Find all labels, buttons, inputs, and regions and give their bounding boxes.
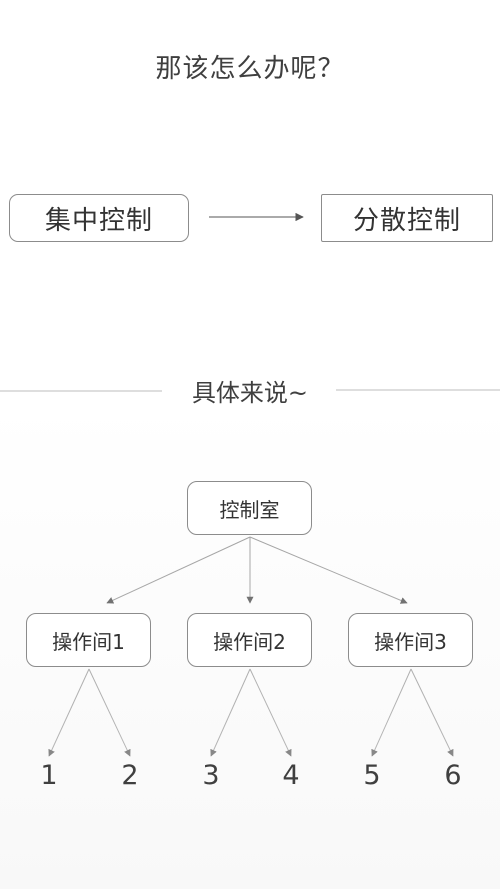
leaf-node-2: 2 <box>121 760 139 791</box>
control-room-label: 控制室 <box>219 497 280 522</box>
section-title: 具体来说~ <box>191 379 309 407</box>
edge-root-to-op3 <box>249 536 408 604</box>
centralized-control-label: 集中控制 <box>44 205 153 236</box>
edge-op3-to-leaf6 <box>410 668 454 757</box>
leaf-node-1: 1 <box>40 760 58 791</box>
operation-room-3-node: 操作间3 <box>348 613 473 667</box>
operation-room-1-label: 操作间1 <box>52 629 125 654</box>
edge-op1-to-leaf1 <box>48 668 90 757</box>
operation-room-3-label: 操作间3 <box>374 629 447 654</box>
operation-room-2-node: 操作间2 <box>187 613 312 667</box>
leaf-node-6: 6 <box>444 760 462 791</box>
operation-room-2-label: 操作间2 <box>213 629 286 654</box>
distributed-control-label: 分散控制 <box>352 205 461 236</box>
edge-op2-to-leaf3 <box>210 668 251 757</box>
edge-op2-to-leaf4 <box>249 668 292 757</box>
edge-op1-to-leaf2 <box>88 668 131 757</box>
edge-op3-to-leaf5 <box>371 668 412 757</box>
leaf-node-5: 5 <box>363 760 381 791</box>
leaf-node-4: 4 <box>282 760 300 791</box>
distributed-control-box: 分散控制 <box>321 194 493 242</box>
centralized-control-box: 集中控制 <box>9 194 189 242</box>
control-room-node: 控制室 <box>187 481 312 535</box>
operation-room-1-node: 操作间1 <box>26 613 151 667</box>
edge-root-to-op1 <box>106 536 251 604</box>
leaf-node-3: 3 <box>202 760 220 791</box>
page-heading: 那该怎么办呢？ <box>155 54 345 84</box>
